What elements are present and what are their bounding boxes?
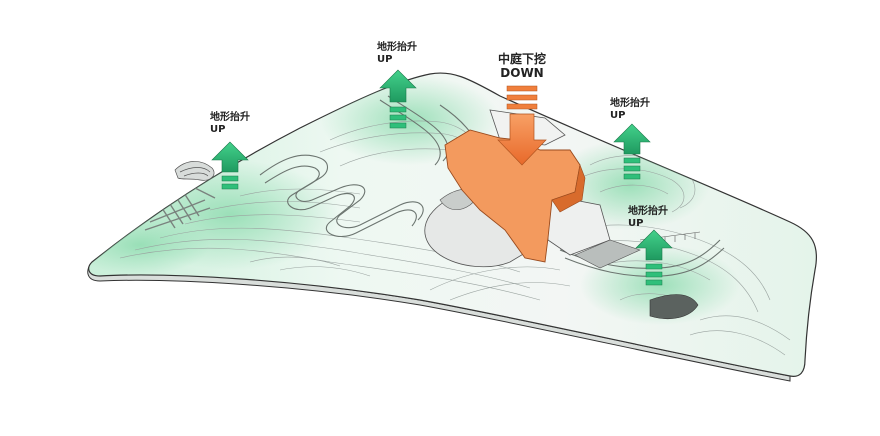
label-en: UP	[210, 124, 226, 135]
label-up-left: 地形抬升 UP	[210, 112, 250, 136]
label-cn: 地形抬升	[610, 98, 650, 109]
label-cn: 地形抬升	[628, 206, 668, 217]
retaining-wall	[649, 294, 699, 319]
building-ramp	[574, 239, 641, 269]
label-en: UP	[628, 218, 644, 229]
arrow-up-top	[379, 69, 417, 129]
arrow-up-lower-right	[635, 229, 673, 286]
label-cn: 地形抬升	[377, 42, 417, 53]
arrow-up-left	[211, 141, 249, 190]
label-up-lower-right: 地形抬升 UP	[628, 206, 668, 230]
label-en: DOWN	[500, 66, 544, 80]
arrow-up-right	[613, 123, 651, 180]
label-up-right: 地形抬升 UP	[610, 98, 650, 122]
label-en: UP	[377, 54, 393, 65]
atrium-side	[551, 163, 586, 213]
label-up-top: 地形抬升 UP	[377, 42, 417, 66]
sculpture	[174, 161, 215, 181]
terrain-content	[88, 75, 791, 356]
label-down-center: 中庭下挖 DOWN	[498, 52, 546, 80]
arrow-down-center	[497, 85, 547, 166]
label-cn: 中庭下挖	[498, 52, 547, 66]
label-cn: 地形抬升	[210, 112, 250, 123]
label-en: UP	[610, 110, 626, 121]
